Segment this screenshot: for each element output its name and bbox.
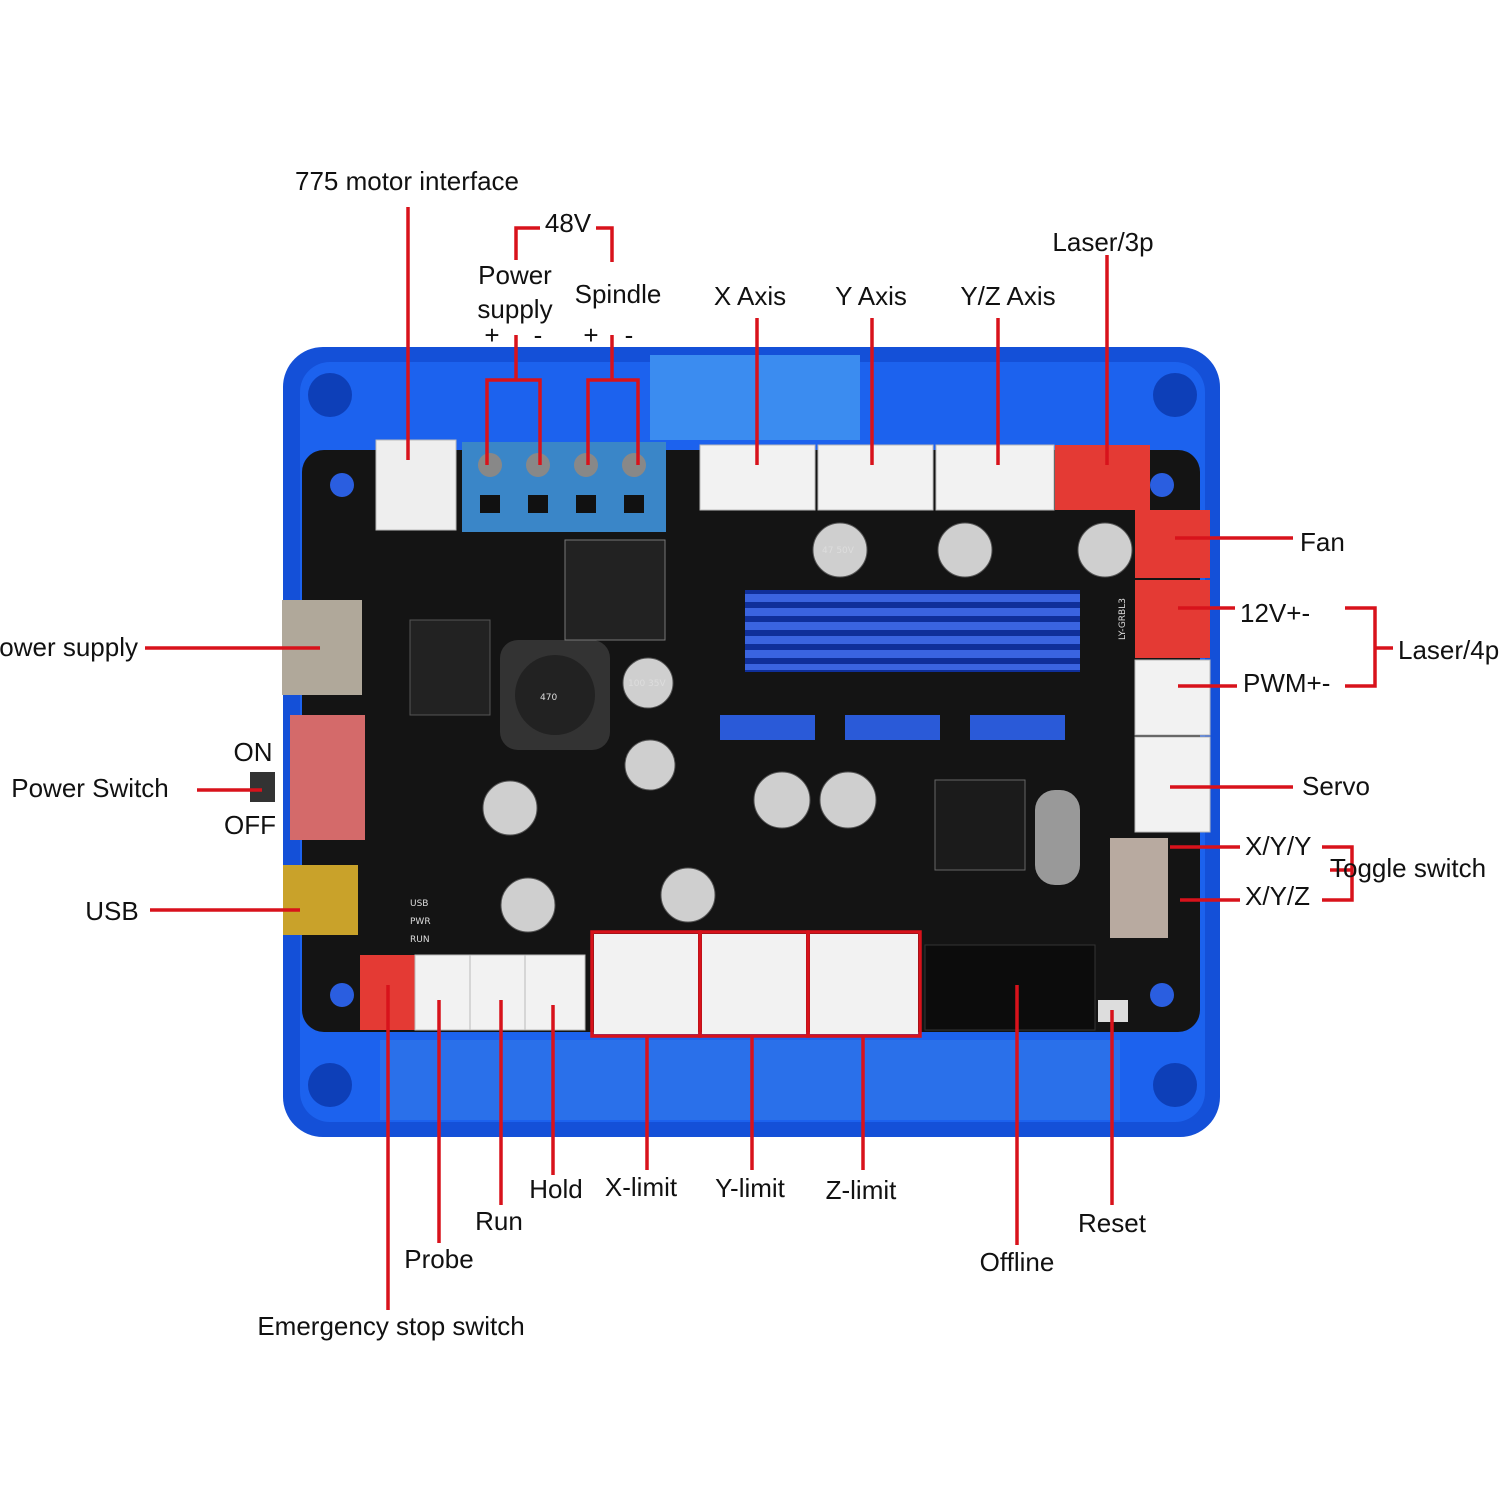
label-reset: Reset	[1078, 1208, 1147, 1238]
silk-model: LY-GRBL3	[1118, 598, 1128, 640]
label-x-axis: X Axis	[714, 281, 786, 311]
jumper-header	[970, 715, 1065, 740]
label-spindle: Spindle	[575, 279, 662, 309]
laser-12v-connector	[1135, 580, 1210, 658]
label-offline: Offline	[980, 1247, 1055, 1277]
terminal-block	[462, 442, 666, 532]
label-estop: Emergency stop switch	[257, 1311, 524, 1341]
label-12v: 12V+-	[1240, 598, 1310, 628]
servo-connector	[1134, 736, 1211, 833]
offline-header	[924, 944, 1096, 1031]
hold-connector	[524, 954, 586, 1031]
label-spindle-minus: -	[625, 320, 634, 350]
label-power-supply: Power supply	[0, 632, 138, 662]
label-toggle-switch: Toggle switch	[1330, 853, 1486, 883]
regulator	[564, 539, 666, 641]
power-switch-lever	[250, 772, 275, 802]
label-z-limit: Z-limit	[826, 1175, 898, 1205]
toggle-switch	[1110, 838, 1168, 938]
label-probe: Probe	[404, 1244, 473, 1274]
label-power-minus: -	[534, 320, 543, 350]
mcu-chip	[934, 779, 1026, 871]
heatsink	[745, 590, 1080, 672]
label-xyz: X/Y/Z	[1245, 881, 1310, 911]
label-yz-axis: Y/Z Axis	[960, 281, 1055, 311]
usb-port	[283, 865, 358, 935]
mosfet	[409, 619, 491, 716]
y-limit-connector	[702, 934, 806, 1034]
motor-775-connector	[375, 439, 457, 531]
laser-3p-connector	[1055, 445, 1150, 510]
label-usb: USB	[85, 896, 138, 926]
x-limit-connector	[594, 934, 698, 1034]
jumper-header	[845, 715, 940, 740]
power-switch	[290, 715, 365, 840]
label-spindle-plus: +	[583, 320, 598, 350]
probe-connector	[414, 954, 471, 1031]
crystal	[1035, 790, 1080, 885]
fan-connector	[1135, 510, 1210, 578]
label-y-axis: Y Axis	[835, 281, 907, 311]
capacitors	[482, 522, 1133, 933]
label-x-limit: X-limit	[605, 1172, 678, 1202]
cap-label: 47 50V	[822, 546, 855, 556]
label-fan: Fan	[1300, 527, 1345, 557]
run-connector	[469, 954, 526, 1031]
z-limit-connector	[810, 934, 918, 1034]
label-power: Power	[478, 260, 552, 290]
y-axis-connector	[817, 444, 934, 511]
label-laser-3p: Laser/3p	[1052, 227, 1153, 257]
label-hold: Hold	[529, 1174, 582, 1204]
label-power-switch: Power Switch	[11, 773, 169, 803]
label-775-motor: 775 motor interface	[295, 166, 519, 196]
silk-pwr: PWR	[410, 917, 431, 927]
callout-lines	[145, 207, 1393, 1310]
label-xyy: X/Y/Y	[1245, 831, 1311, 861]
inductor-label: 470	[540, 693, 557, 703]
label-supply: supply	[477, 294, 552, 324]
label-y-limit: Y-limit	[715, 1173, 786, 1203]
label-run: Run	[475, 1206, 523, 1236]
label-off: OFF	[224, 810, 276, 840]
yz-axis-connector	[935, 444, 1055, 511]
silk-run: RUN	[410, 935, 430, 945]
pwm-connector	[1134, 659, 1211, 736]
silk-usb: USB	[410, 899, 428, 909]
label-pwm: PWM+-	[1243, 668, 1330, 698]
cap-label: 100 35V	[628, 679, 666, 689]
label-on: ON	[234, 737, 273, 767]
label-servo: Servo	[1302, 771, 1370, 801]
label-48v: 48V	[545, 208, 592, 238]
jumper-header	[720, 715, 815, 740]
label-laser-4p: Laser/4p	[1398, 635, 1499, 665]
label-power-plus: +	[484, 320, 499, 350]
